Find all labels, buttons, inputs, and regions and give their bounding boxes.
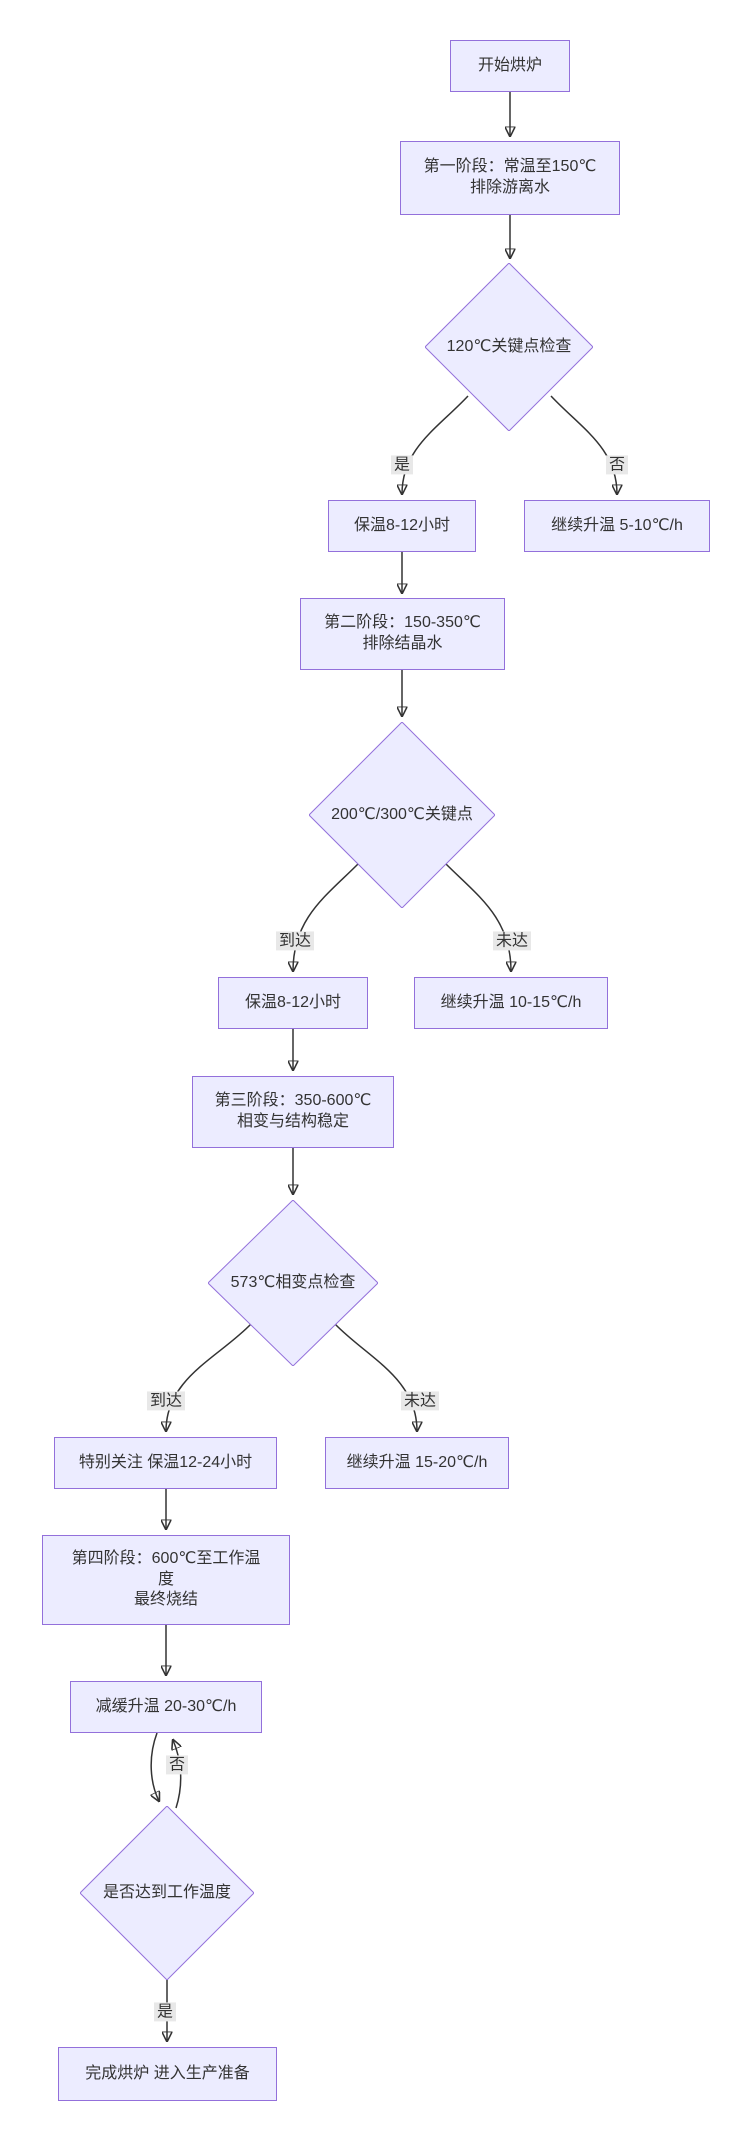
node-stage4-label: 第四阶段：600℃至工作温 度 最终烧结 <box>71 1549 261 1609</box>
node-continue-heat-1-label: 继续升温 5-10℃/h <box>551 516 683 534</box>
edge-label-notreached-3: 未达 <box>400 1391 440 1411</box>
node-start: 开始烘炉 <box>450 40 570 92</box>
decision-check-120c-label: 120℃关键点检查 <box>446 337 572 355</box>
decision-work-temp-label: 是否达到工作温度 <box>102 1883 231 1901</box>
node-stage2: 第二阶段：150-350℃ 排除结晶水 <box>300 598 505 670</box>
node-continue-heat-3-label: 继续升温 15-20℃/h <box>346 1453 488 1471</box>
node-finish: 完成烘炉 进入生产准备 <box>58 2047 277 2101</box>
node-continue-heat-2: 继续升温 10-15℃/h <box>414 977 608 1029</box>
decision-check-120c: 120℃关键点检查 <box>425 263 593 431</box>
edge-slowheat-checkwork <box>151 1732 159 1801</box>
node-stage3: 第三阶段：350-600℃ 相变与结构稳定 <box>192 1076 394 1148</box>
node-hold-3-label: 特别关注 保温12-24小时 <box>78 1453 253 1471</box>
edge-label-yes-final: 是 <box>153 2002 177 2022</box>
decision-work-temp: 是否达到工作温度 <box>80 1806 254 1980</box>
node-hold-1: 保温8-12小时 <box>328 500 476 552</box>
node-stage3-label: 第三阶段：350-600℃ 相变与结构稳定 <box>214 1092 372 1130</box>
edge-label-reached-2: 到达 <box>275 931 315 951</box>
edge-label-no-1: 否 <box>605 455 629 475</box>
decision-check-200-300c-label: 200℃/300℃关键点 <box>331 805 473 823</box>
node-finish-label: 完成烘炉 进入生产准备 <box>85 2064 250 2082</box>
node-hold-2-label: 保温8-12小时 <box>244 993 342 1011</box>
node-start-label: 开始烘炉 <box>477 56 542 74</box>
node-continue-heat-2-label: 继续升温 10-15℃/h <box>440 993 582 1011</box>
node-slow-heat-label: 减缓升温 20-30℃/h <box>95 1697 237 1715</box>
node-continue-heat-3: 继续升温 15-20℃/h <box>325 1437 509 1489</box>
node-slow-heat: 减缓升温 20-30℃/h <box>70 1681 262 1733</box>
decision-check-573c-label: 573℃相变点检查 <box>230 1273 356 1291</box>
diamond-shape <box>425 263 593 431</box>
edge-label-no-loop: 否 <box>165 1755 189 1775</box>
diamond-shape <box>80 1806 254 1980</box>
node-stage1: 第一阶段：常温至150℃ 排除游离水 <box>400 141 620 215</box>
node-stage4: 第四阶段：600℃至工作温 度 最终烧结 <box>42 1535 290 1625</box>
node-stage1-label: 第一阶段：常温至150℃ 排除游离水 <box>423 158 597 196</box>
decision-check-573c: 573℃相变点检查 <box>208 1200 378 1366</box>
diamond-shape <box>208 1200 378 1366</box>
node-hold-1-label: 保温8-12小时 <box>353 516 451 534</box>
node-hold-3: 特别关注 保温12-24小时 <box>54 1437 277 1489</box>
diamond-shape <box>309 722 495 908</box>
decision-check-200-300c: 200℃/300℃关键点 <box>309 722 495 908</box>
edge-label-reached-3: 到达 <box>146 1391 186 1411</box>
edge-label-yes-1: 是 <box>390 455 414 475</box>
node-hold-2: 保温8-12小时 <box>218 977 368 1029</box>
edge-label-notreached-2: 未达 <box>492 931 532 951</box>
node-continue-heat-1: 继续升温 5-10℃/h <box>524 500 710 552</box>
node-stage2-label: 第二阶段：150-350℃ 排除结晶水 <box>324 614 481 652</box>
